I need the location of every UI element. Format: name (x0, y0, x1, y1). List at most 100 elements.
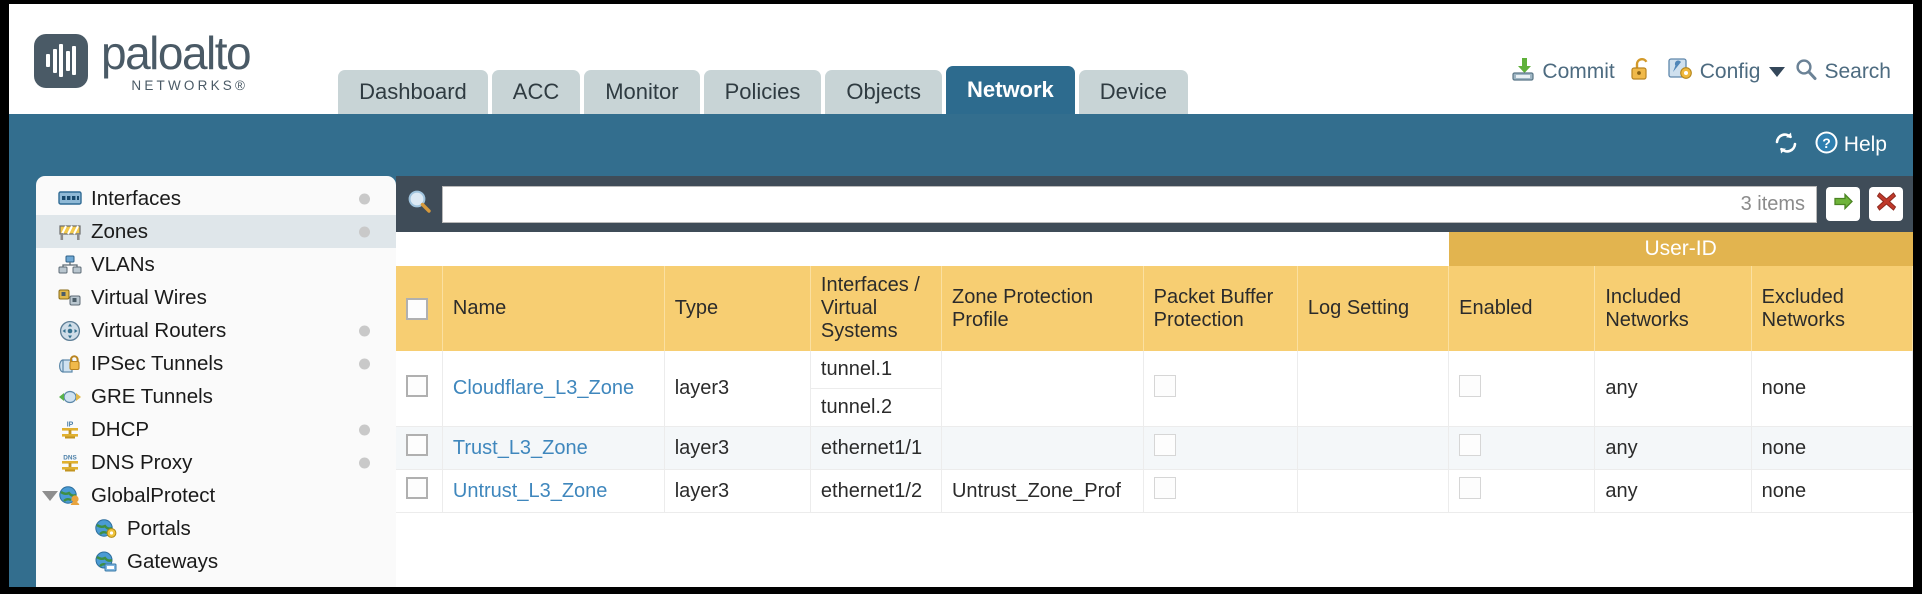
tab-acc[interactable]: ACC (491, 70, 581, 114)
svg-text:IP: IP (67, 421, 74, 428)
row-checkbox[interactable] (406, 477, 428, 499)
cell-userid-enabled[interactable] (1448, 426, 1596, 470)
sidebar-item-ipsec-tunnels[interactable]: IPSec Tunnels (36, 347, 396, 380)
row-checkbox[interactable] (406, 374, 428, 397)
packet-buffer-protection-checkbox[interactable] (1153, 477, 1176, 499)
select-all-checkbox[interactable] (406, 297, 428, 320)
packet-buffer-protection-checkbox[interactable] (1153, 374, 1176, 397)
column-header-log-setting[interactable]: Log Setting (1297, 266, 1450, 351)
zone-name-link[interactable]: Untrust_L3_Zone (452, 479, 608, 502)
sidebar-item-dhcp[interactable]: IP DHCP (36, 413, 396, 446)
row-checkbox[interactable] (406, 434, 428, 456)
config-menu-button[interactable]: Config (1667, 56, 1786, 88)
group-spacer (396, 232, 1449, 266)
zone-name-link[interactable]: Trust_L3_Zone (452, 436, 588, 459)
table-group-header-row: User-ID (396, 232, 1913, 266)
sidebar-status-dot (359, 457, 370, 468)
sidebar-label: Virtual Routers (91, 318, 227, 342)
top-header-bar: paloalto NETWORKS® Dashboard ACC Monitor… (9, 4, 1913, 114)
config-label: Config (1699, 60, 1761, 83)
clear-filter-button[interactable] (1869, 187, 1904, 221)
tab-device[interactable]: Device (1078, 70, 1189, 114)
zone-name-link[interactable]: Cloudflare_L3_Zone (452, 377, 635, 399)
search-magnifier-icon[interactable] (406, 188, 433, 220)
table-row[interactable]: Untrust_L3_Zone layer3 ethernet1/2 Untru… (396, 469, 1913, 513)
cell-packet-buffer-protection[interactable] (1143, 426, 1298, 470)
userid-enabled-checkbox[interactable] (1459, 477, 1482, 499)
cell-zone-protection-profile: Untrust_Zone_Prof (941, 469, 1144, 513)
sidebar-item-dns-proxy[interactable]: DNS DNS Proxy (36, 446, 396, 479)
column-header-type[interactable]: Type (664, 266, 811, 351)
cell-interfaces: ethernet1/1 (810, 426, 942, 470)
row-select-cell[interactable] (396, 469, 443, 513)
row-select-cell[interactable] (396, 426, 443, 470)
sidebar-item-virtual-routers[interactable]: Virtual Routers (36, 314, 396, 347)
sidebar-item-globalprotect[interactable]: GlobalProtect (36, 479, 396, 512)
userid-enabled-checkbox[interactable] (1459, 434, 1482, 456)
cell-userid-enabled[interactable] (1448, 351, 1596, 427)
tab-objects[interactable]: Objects (825, 70, 942, 114)
select-all-header[interactable] (396, 266, 443, 351)
column-header-interfaces[interactable]: Interfaces / Virtual Systems (810, 266, 942, 351)
dns-proxy-icon: DNS (57, 452, 83, 474)
column-header-packet-buffer-protection[interactable]: Packet Buffer Protection (1143, 266, 1298, 351)
row-select-cell[interactable] (396, 351, 443, 427)
tab-monitor[interactable]: Monitor (584, 70, 700, 114)
column-header-enabled[interactable]: Enabled (1448, 266, 1596, 351)
paloalto-logo-mark-icon (34, 33, 88, 88)
sidebar-item-interfaces[interactable]: Interfaces (36, 182, 396, 215)
apply-filter-button[interactable] (1826, 187, 1861, 221)
sidebar-label: IPSec Tunnels (91, 351, 224, 375)
sidebar-status-dot (359, 193, 370, 204)
virtual-wires-icon (57, 287, 83, 309)
column-header-zone-protection-profile[interactable]: Zone Protection Profile (941, 266, 1144, 351)
cell-excluded-networks: none (1751, 351, 1913, 427)
unlocked-padlock-icon[interactable] (1624, 57, 1658, 88)
cell-userid-enabled[interactable] (1448, 469, 1596, 513)
packet-buffer-protection-checkbox[interactable] (1153, 434, 1176, 456)
tab-dashboard[interactable]: Dashboard (338, 70, 488, 114)
sidebar-label: Interfaces (91, 186, 182, 210)
sidebar-status-dot (359, 358, 370, 369)
help-button[interactable]: ? Help (1814, 130, 1887, 161)
cell-zone-protection-profile (941, 351, 1144, 427)
column-header-included-networks[interactable]: Included Networks (1594, 266, 1752, 351)
cell-excluded-networks: none (1751, 469, 1913, 513)
cell-name[interactable]: Cloudflare_L3_Zone (442, 351, 665, 427)
sidebar-item-gre-tunnels[interactable]: GRE Tunnels (36, 380, 396, 413)
sidebar-label: Portals (127, 516, 191, 540)
commit-save-icon (1510, 56, 1536, 88)
cell-name[interactable]: Untrust_L3_Zone (442, 469, 665, 513)
sidebar-item-gateways[interactable]: Gateways (36, 545, 396, 578)
tab-network[interactable]: Network (946, 66, 1075, 114)
commit-button[interactable]: Commit (1510, 56, 1615, 88)
filter-bar: 3 items (396, 176, 1913, 232)
cell-interfaces: tunnel.1 tunnel.2 (810, 351, 942, 427)
table-row[interactable]: Cloudflare_L3_Zone layer3 tunnel.1 tunne… (396, 351, 1913, 427)
refresh-icon[interactable] (1772, 130, 1800, 161)
column-header-name[interactable]: Name (442, 266, 665, 351)
globalprotect-icon (57, 485, 83, 507)
table-row[interactable]: Trust_L3_Zone layer3 ethernet1/1 (396, 426, 1913, 470)
dhcp-icon: IP (57, 419, 83, 441)
sub-header-bar: ? Help (9, 114, 1913, 176)
network-sidebar: Interfaces Zones (36, 176, 396, 587)
cell-packet-buffer-protection[interactable] (1143, 351, 1298, 427)
userid-enabled-checkbox[interactable] (1459, 374, 1482, 397)
sidebar-label: DNS Proxy (91, 450, 193, 474)
search-button[interactable]: Search (1794, 57, 1891, 87)
column-header-excluded-networks[interactable]: Excluded Networks (1751, 266, 1913, 351)
sidebar-item-vlans[interactable]: VLANs (36, 248, 396, 281)
sidebar-item-portals[interactable]: Portals (36, 512, 396, 545)
gre-tunnels-icon (57, 386, 83, 408)
chevron-down-icon (1769, 67, 1786, 77)
cell-name[interactable]: Trust_L3_Zone (442, 426, 665, 470)
cell-packet-buffer-protection[interactable] (1143, 469, 1298, 513)
tab-policies[interactable]: Policies (703, 70, 822, 114)
search-input[interactable]: 3 items (442, 185, 1818, 223)
sidebar-item-zones[interactable]: Zones (36, 215, 396, 248)
expander-triangle-icon[interactable] (42, 490, 58, 501)
sidebar-item-virtual-wires[interactable]: Virtual Wires (36, 281, 396, 314)
cell-log-setting (1297, 469, 1450, 513)
